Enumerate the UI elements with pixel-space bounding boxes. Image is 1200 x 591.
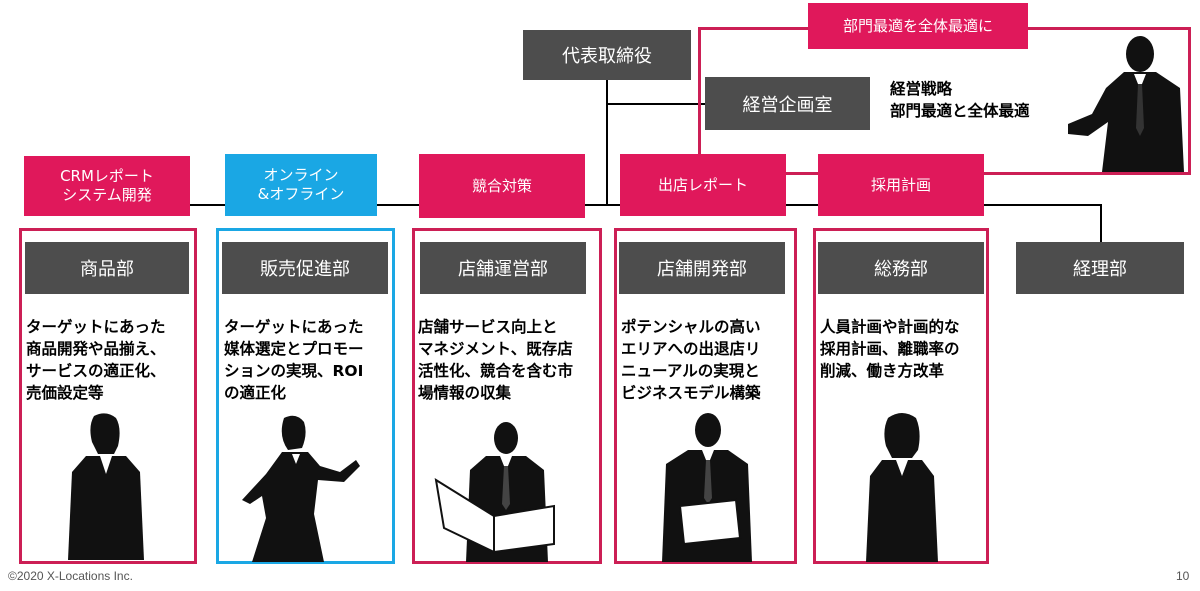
planning-office-box: 経営企画室 — [705, 77, 870, 130]
desc-line: 削減、働き方改革 — [820, 362, 945, 380]
dept-name: 商品部 — [80, 259, 134, 280]
desc-line: エリアへの出退店リ — [621, 340, 761, 358]
desc-line: の適正化 — [224, 384, 287, 402]
dept-name: 経理部 — [1073, 259, 1127, 280]
dept-box-store-dev: 店舗開発部 — [619, 242, 785, 294]
main-horizontal-line — [104, 204, 1102, 206]
tag-crm-report: CRMレポートシステム開発 — [24, 156, 190, 216]
desc-line: 商品開発や品揃え、 — [26, 340, 166, 358]
dept-box-general-affairs: 総務部 — [818, 242, 984, 294]
planning-branch — [606, 103, 706, 105]
trunk-vertical — [606, 79, 608, 206]
dept-name: 店舗開発部 — [657, 259, 747, 280]
desc-line: ポテンシャルの高い — [621, 318, 761, 336]
dept-name: 販売促進部 — [260, 259, 350, 280]
dept-desc-general-affairs: 人員計画や計画的な 採用計画、離職率の 削減、働き方改革 — [820, 316, 960, 382]
tag-competitor: 競合対策 — [419, 154, 585, 218]
tag-line: &オフライン — [257, 185, 345, 203]
planning-banner-text: 部門最適を全体最適に — [842, 16, 993, 35]
dept-box-accounting: 経理部 — [1016, 242, 1184, 294]
drop-line-accounting — [1100, 204, 1102, 244]
tag-line: 競合対策 — [471, 176, 532, 195]
ceo-label: 代表取締役 — [562, 46, 652, 67]
dept-box-promotion: 販売促進部 — [222, 242, 388, 294]
dept-name: 総務部 — [874, 259, 928, 280]
desc-line: ターゲットにあった — [224, 318, 364, 336]
tag-recruitment: 採用計画 — [818, 154, 984, 216]
tag-line: 出店レポート — [657, 175, 748, 194]
businesswoman-silhouette — [68, 413, 144, 560]
planning-description: 経営戦略 部門最適と全体最適 — [890, 78, 1030, 122]
tag-line: システム開発 — [62, 186, 152, 204]
dept-box-store-ops: 店舗運営部 — [420, 242, 586, 294]
page-number: 10 — [1176, 569, 1190, 583]
desc-line: ションの実現、ROI — [224, 362, 364, 380]
planning-desc-line: 経営戦略 — [890, 80, 953, 98]
desc-line: ターゲットにあった — [26, 318, 166, 336]
planning-banner: 部門最適を全体最適に — [808, 3, 1028, 49]
desc-line: 活性化、競合を含む市 — [418, 362, 574, 380]
dept-name: 店舗運営部 — [458, 259, 548, 280]
tag-line: オンライン — [263, 166, 339, 184]
desc-line: マネジメント、既存店 — [418, 340, 573, 358]
dept-desc-store-dev: ポテンシャルの高い エリアへの出退店リ ニューアルの実現と ビジネスモデル構築 — [621, 316, 761, 404]
desc-line: 採用計画、離職率の — [820, 340, 960, 358]
ceo-box: 代表取締役 — [523, 30, 691, 80]
tag-line: 採用計画 — [870, 175, 931, 194]
desc-line: 場情報の収集 — [418, 384, 512, 402]
dept-frame-promotion — [216, 228, 395, 564]
desc-line: 媒体選定とプロモー — [224, 340, 364, 358]
tag-line: CRMレポート — [60, 167, 154, 185]
presenting-woman-silhouette — [242, 415, 360, 562]
tag-store-report: 出店レポート — [620, 154, 786, 216]
dept-frame-product — [19, 228, 197, 564]
desc-line: 売価設定等 — [26, 384, 104, 402]
dept-frame-store-dev — [614, 228, 797, 564]
tag-online-offline: オンライン&オフライン — [225, 154, 377, 216]
dept-desc-store-ops: 店舗サービス向上と マネジメント、既存店 活性化、競合を含む市 場情報の収集 — [418, 316, 573, 404]
planning-office-label: 経営企画室 — [742, 94, 833, 116]
man-with-tablet-silhouette — [662, 413, 752, 562]
planning-desc-line: 部門最適と全体最適 — [890, 102, 1030, 120]
dept-box-product: 商品部 — [25, 242, 189, 294]
desc-line: 人員計画や計画的な — [820, 318, 960, 336]
desc-line: サービスの適正化、 — [26, 362, 166, 380]
dept-desc-product: ターゲットにあった 商品開発や品揃え、 サービスの適正化、 売価設定等 — [26, 316, 166, 404]
dept-desc-promotion: ターゲットにあった 媒体選定とプロモー ションの実現、ROI の適正化 — [224, 316, 364, 404]
dept-frame-store-ops — [412, 228, 602, 564]
man-with-folder-silhouette — [434, 422, 555, 562]
dept-frame-general-affairs — [813, 228, 989, 564]
desc-line: ニューアルの実現と — [621, 362, 760, 380]
executive-silhouette — [1068, 36, 1184, 172]
desc-line: 店舗サービス向上と — [418, 318, 558, 336]
copyright: ©2020 X-Locations Inc. — [8, 569, 133, 583]
woman-silhouette — [866, 413, 938, 562]
desc-line: ビジネスモデル構築 — [621, 384, 761, 402]
